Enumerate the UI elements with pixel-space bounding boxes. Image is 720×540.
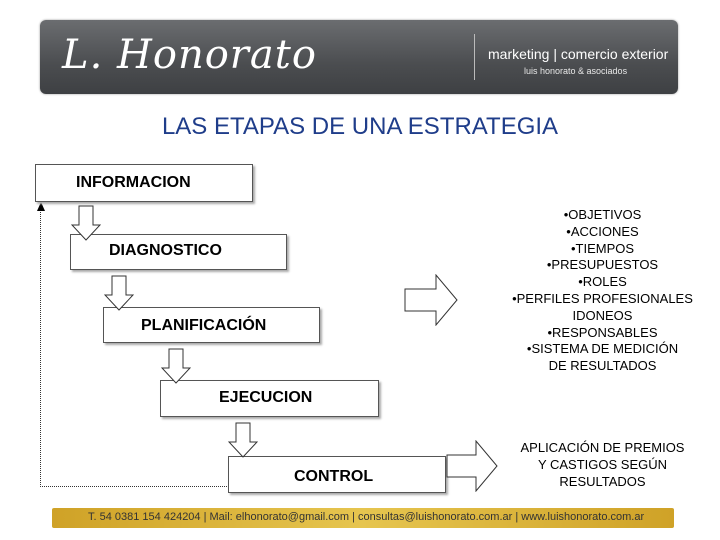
footer-bar: T. 54 0381 154 424204 | Mail: elhonorato… [52, 508, 674, 528]
stage-ejecucion: EJECUCION [160, 380, 379, 417]
objectives-item: •PRESUPUESTOS [546, 257, 659, 273]
objectives-item: IDONEOS [572, 307, 633, 323]
control-result-line: RESULTADOS [559, 473, 646, 489]
objectives-item: •ACCIONES [566, 223, 639, 239]
down-arrow-icon [161, 348, 191, 384]
stage-informacion: INFORMACION [35, 164, 253, 202]
page-title-text: LAS ETAPAS DE UNA ESTRATEGIA [161, 113, 559, 140]
stage-diagnostico-label: DIAGNOSTICO [109, 242, 222, 259]
down-arrow-icon [228, 422, 258, 458]
right-arrow-icon [404, 274, 458, 326]
objectives-item: •OBJETIVOS [563, 207, 642, 222]
objectives-item: DE RESULTADOS [548, 358, 657, 374]
objectives-item: •RESPONSABLES [547, 324, 658, 340]
feedback-arrowhead-icon [37, 202, 45, 211]
stage-ejecucion-label: EJECUCION [219, 389, 313, 406]
stage-control: CONTROL [228, 456, 446, 493]
control-result-line: Y CASTIGOS SEGÚN [537, 456, 668, 472]
page-title: LAS ETAPAS DE UNA ESTRATEGIA [0, 113, 720, 141]
header-divider [474, 34, 475, 80]
objectives-item: •PERFILES PROFESIONALES [512, 290, 693, 306]
stage-planificacion: PLANIFICACIÓN [103, 307, 320, 343]
stage-diagnostico: DIAGNOSTICO [70, 234, 287, 270]
down-arrow-icon [71, 205, 101, 241]
header-subtagline: luis honorato & asociados [524, 66, 628, 76]
stage-control-label: CONTROL [294, 468, 374, 485]
right-arrow-icon [446, 440, 498, 492]
logo-text: L. Honorato [62, 32, 317, 78]
header-tagline: marketing | comercio exterior [488, 46, 669, 62]
control-result-line: APLICACIÓN DE PREMIOS [520, 440, 685, 455]
objectives-item: •ROLES [578, 274, 627, 290]
control-result-text: APLICACIÓN DE PREMIOS Y CASTIGOS SEGÚN R… [500, 440, 705, 490]
feedback-line [40, 208, 231, 487]
down-arrow-icon [104, 275, 134, 311]
logo: L. Honorato [62, 30, 317, 80]
stage-planificacion-label: PLANIFICACIÓN [141, 317, 267, 334]
footer-contact-text: T. 54 0381 154 424204 | Mail: elhonorato… [88, 511, 645, 523]
header-banner [40, 20, 678, 94]
objectives-item: •TIEMPOS [570, 240, 635, 256]
stage-informacion-label: INFORMACION [76, 174, 191, 191]
objectives-list: •OBJETIVOS •ACCIONES •TIEMPOS •PRESUPUES… [500, 207, 705, 375]
objectives-item: •SISTEMA DE MEDICIÓN [526, 341, 679, 357]
